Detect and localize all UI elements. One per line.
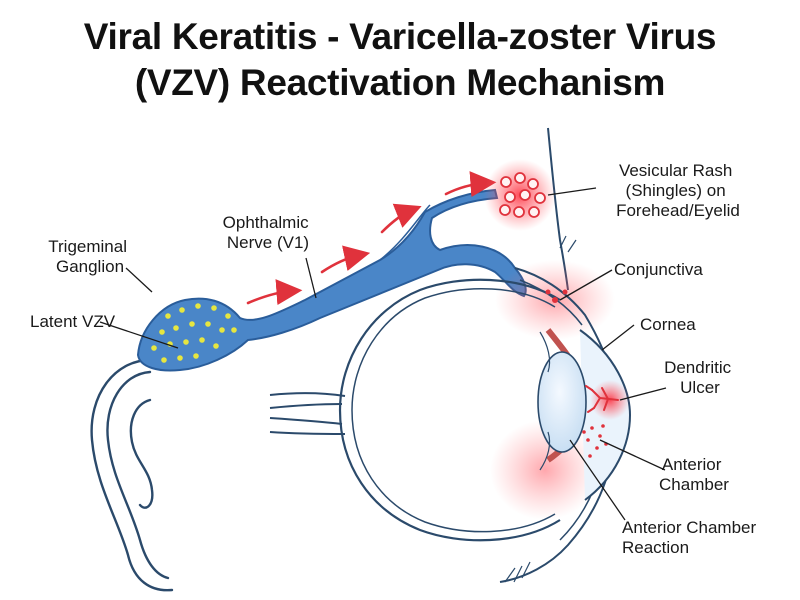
label-trigeminal-ganglion: Trigeminal Ganglion [48,237,131,276]
label-vesicular-rash: Vesicular Rash (Shingles) on Forehead/Ey… [616,161,740,220]
latent-virus-particles [151,303,237,363]
anterior-chamber-cells [582,424,608,458]
ear-illustration [90,358,174,592]
label-latent-vzv: Latent VZV [30,312,116,331]
label-cornea: Cornea [640,315,696,334]
reactivation-arrows [246,171,497,306]
vesicular-rash-illustration [484,159,556,231]
title-line-1: Viral Keratitis - Varicella-zoster Virus [83,16,717,57]
label-conjunctiva: Conjunctiva [614,260,703,279]
leader-lines [99,187,667,521]
label-dendritic-ulcer: Dendritic Ulcer [664,358,736,397]
title-line-2: (VZV) Reactivation Mechanism [134,62,666,103]
dendritic-ulcer-mark [585,385,619,413]
label-ophthalmic-nerve: Ophthalmic Nerve (V1) [223,213,314,252]
label-anterior-chamber: Anterior Chamber [659,455,729,494]
trigeminal-nerve-illustration [136,188,527,372]
label-anterior-chamber-reaction: Anterior Chamber Reaction [622,518,761,557]
diagram-title: Viral Keratitis - Varicella-zoster Virus… [0,14,800,106]
eye-illustration [269,235,632,583]
labels: Trigeminal Ganglion Latent VZV Ophthalmi… [30,161,761,557]
